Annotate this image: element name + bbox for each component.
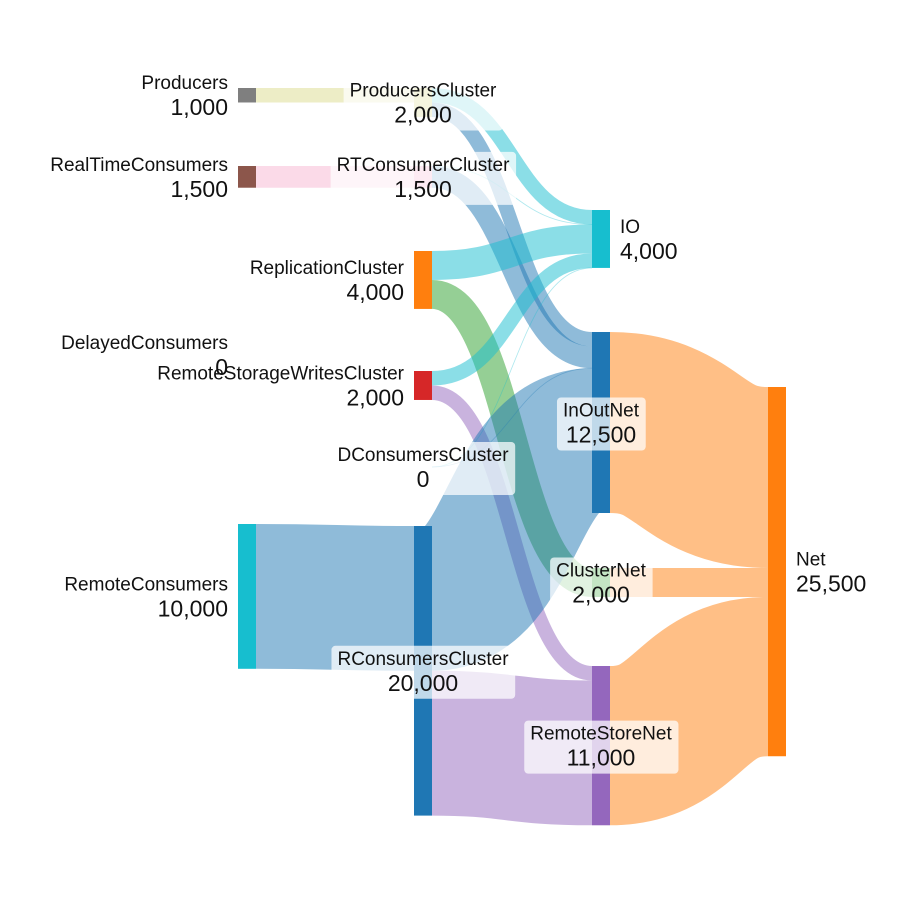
node-producers[interactable]	[238, 88, 256, 103]
node-io[interactable]	[592, 210, 610, 268]
label-io: IO4,000	[620, 217, 678, 264]
node-name-inoutnet: InOutNet	[563, 401, 640, 422]
node-value-inoutnet: 12,500	[566, 422, 636, 448]
link-remoteconsumers-to-rconsumerscluster[interactable]	[255, 524, 415, 671]
link-replicationcluster-to-io[interactable]	[431, 224, 593, 280]
link-remotestoragewritescluster-to-io[interactable]	[431, 253, 593, 386]
node-value-remoteconsumers: 10,000	[158, 595, 228, 621]
label-background	[550, 557, 653, 611]
node-name-net: Net	[796, 550, 826, 571]
node-realtimeconsumers[interactable]	[238, 166, 256, 188]
label-background	[330, 151, 517, 205]
node-name-rtconsumercluster: RTConsumerCluster	[337, 155, 510, 176]
node-name-remotestoragewritescluster: RemoteStorageWritesCluster	[157, 363, 404, 384]
label-background	[331, 442, 516, 495]
node-value-remotestoragewritescluster: 2,000	[346, 384, 404, 410]
node-replicationcluster[interactable]	[414, 251, 432, 309]
node-value-producerscluster: 2,000	[394, 101, 452, 127]
node-name-producerscluster: ProducersCluster	[350, 80, 497, 101]
node-value-producers: 1,000	[170, 94, 228, 120]
node-name-dconsumerscluster: DConsumersCluster	[337, 445, 509, 466]
node-value-clusternet: 2,000	[572, 581, 630, 607]
node-net[interactable]	[768, 387, 786, 757]
label-background	[343, 77, 504, 131]
label-background	[556, 397, 646, 451]
labels-layer: Producers1,000RealTimeConsumers1,500Dela…	[50, 73, 866, 774]
node-name-producers: Producers	[141, 73, 228, 94]
node-name-replicationcluster: ReplicationCluster	[250, 258, 405, 279]
node-name-realtimeconsumers: RealTimeConsumers	[50, 155, 228, 176]
node-name-io: IO	[620, 217, 640, 238]
node-name-remotestorenet: RemoteStoreNet	[530, 724, 672, 745]
node-value-replicationcluster: 4,000	[346, 279, 404, 305]
node-remoteconsumers[interactable]	[238, 524, 256, 669]
node-name-clusternet: ClusterNet	[556, 560, 646, 581]
node-value-dconsumerscluster: 0	[417, 466, 430, 492]
node-value-remotestorenet: 11,000	[567, 745, 636, 771]
node-name-delayedconsumers: DelayedConsumers	[61, 333, 228, 354]
label-background	[524, 720, 679, 774]
node-value-net: 25,500	[796, 571, 866, 597]
node-name-rconsumerscluster: RConsumersCluster	[337, 649, 509, 670]
node-value-rtconsumercluster: 1,500	[394, 176, 452, 202]
node-name-remoteconsumers: RemoteConsumers	[64, 574, 228, 595]
label-background	[331, 645, 516, 699]
node-value-delayedconsumers: 0	[215, 354, 228, 380]
node-value-realtimeconsumers: 1,500	[170, 176, 228, 202]
node-value-rconsumerscluster: 20,000	[388, 670, 458, 696]
node-value-io: 4,000	[620, 238, 678, 264]
node-remotestoragewritescluster[interactable]	[414, 371, 432, 400]
